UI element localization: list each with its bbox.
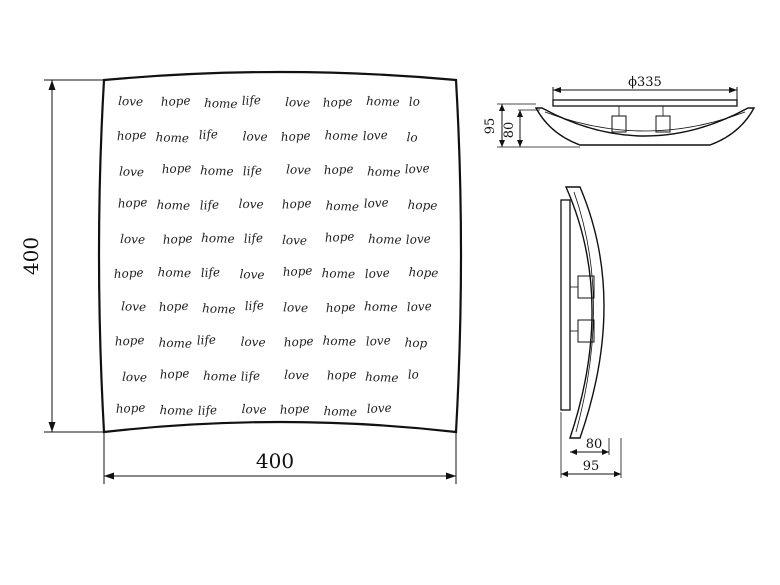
pattern-word: hope — [280, 129, 310, 145]
mount-base — [552, 99, 738, 107]
pattern-word: love — [241, 402, 266, 417]
diameter-label: ϕ335 — [628, 75, 662, 90]
pattern-word: hope — [116, 128, 146, 144]
pattern-word: hope — [159, 366, 189, 382]
pattern-word: hope — [162, 231, 192, 247]
pattern-word: life — [197, 403, 217, 418]
shade-profile — [534, 107, 756, 146]
pattern-word: home — [159, 403, 193, 418]
pattern-word: love — [118, 94, 143, 109]
pattern-word: love — [283, 300, 308, 315]
pattern-word: love — [404, 161, 430, 176]
pattern-word: home — [321, 266, 355, 281]
inner-depth-label: 80 — [586, 437, 603, 452]
pattern-word: hope — [117, 195, 147, 211]
pattern-word: love — [286, 162, 311, 177]
socket-right — [655, 115, 671, 133]
pattern-word: love — [242, 129, 267, 144]
pattern-word: home — [200, 163, 234, 178]
pattern-word: life — [243, 231, 263, 246]
pattern-word: hope — [158, 299, 188, 315]
pattern-word: home — [204, 96, 238, 111]
pattern-word: hope — [408, 265, 438, 280]
pattern-word: hope — [160, 93, 190, 109]
pattern-word: love — [238, 197, 263, 212]
pattern-word: life — [198, 127, 218, 142]
pattern-word: home — [364, 299, 398, 314]
pattern-word: love — [406, 299, 432, 314]
pattern-word: hope — [282, 264, 312, 280]
pattern-word: love — [285, 95, 310, 110]
side-shade-profile — [564, 186, 605, 439]
pattern-word: hop — [404, 336, 427, 351]
pattern-word: home — [366, 94, 400, 109]
pattern-word: love — [239, 267, 264, 282]
pattern-word: life — [244, 298, 264, 313]
pattern-word: home — [156, 198, 190, 213]
height-dimension: 400 — [19, 79, 104, 433]
pattern-word: life — [241, 93, 261, 108]
pattern-word: lo — [408, 94, 420, 109]
pattern-word: life — [199, 198, 219, 213]
pattern-word: home — [322, 334, 356, 349]
outer-height-label: 95 — [483, 118, 498, 135]
pattern-word: love — [282, 233, 307, 248]
pattern-word: hope — [114, 333, 144, 349]
pattern-word: life — [200, 265, 220, 280]
pattern-word: love — [405, 232, 431, 247]
front-panel-outline — [97, 70, 463, 434]
pattern-word: love — [119, 164, 144, 179]
pattern-word: home — [157, 265, 191, 280]
pattern-word: home — [158, 336, 192, 351]
pattern-word: life — [196, 333, 216, 348]
pattern-word: home — [325, 199, 359, 214]
pattern-word: hope — [326, 367, 356, 383]
height-label: 400 — [19, 237, 43, 275]
pattern-word: life — [240, 369, 260, 384]
pattern-word: lo — [406, 130, 418, 144]
pattern-word: hope — [161, 161, 191, 177]
outer-depth-label: 95 — [583, 459, 600, 474]
width-dimension: 400 — [103, 432, 457, 484]
width-label: 400 — [256, 449, 294, 473]
top-view: ϕ335 95 80 — [483, 75, 756, 148]
pattern-word: love — [365, 333, 391, 348]
pattern-word: home — [365, 370, 399, 385]
pattern-word: love — [364, 266, 390, 281]
pattern-word: love — [122, 370, 147, 385]
pattern-word: home — [368, 232, 402, 247]
pattern-word: home — [324, 128, 358, 143]
pattern-word: hope — [279, 401, 309, 417]
pattern-word: hope — [283, 334, 313, 350]
pattern-word: hope — [113, 266, 143, 282]
pattern-word: home — [203, 369, 237, 384]
pattern-word: hope — [115, 400, 145, 416]
pattern-word: home — [201, 231, 235, 246]
inner-height-label: 80 — [502, 122, 517, 139]
pattern-word: home — [155, 130, 189, 145]
side-view: 80 95 — [560, 186, 622, 478]
pattern-word: love — [366, 401, 392, 416]
pattern-word: love — [284, 368, 309, 383]
pattern-word: lo — [407, 367, 419, 382]
pattern-word: hope — [322, 94, 352, 110]
pattern-word: love — [121, 299, 146, 314]
pattern-word: love — [362, 128, 388, 143]
pattern-word: hope — [281, 196, 311, 212]
pattern-word: home — [323, 404, 357, 419]
pattern-word: hope — [325, 300, 355, 316]
pattern-word: love — [120, 232, 145, 247]
wall-plate — [560, 199, 571, 411]
pattern-word: hope — [407, 198, 437, 213]
pattern-word: hope — [324, 229, 354, 245]
pattern-word: life — [242, 163, 262, 178]
pattern-word: home — [367, 164, 401, 179]
pattern-word: love — [363, 195, 389, 210]
pattern-word: love — [240, 335, 265, 350]
pattern-word: hope — [323, 162, 353, 178]
pattern-word: home — [202, 301, 236, 316]
